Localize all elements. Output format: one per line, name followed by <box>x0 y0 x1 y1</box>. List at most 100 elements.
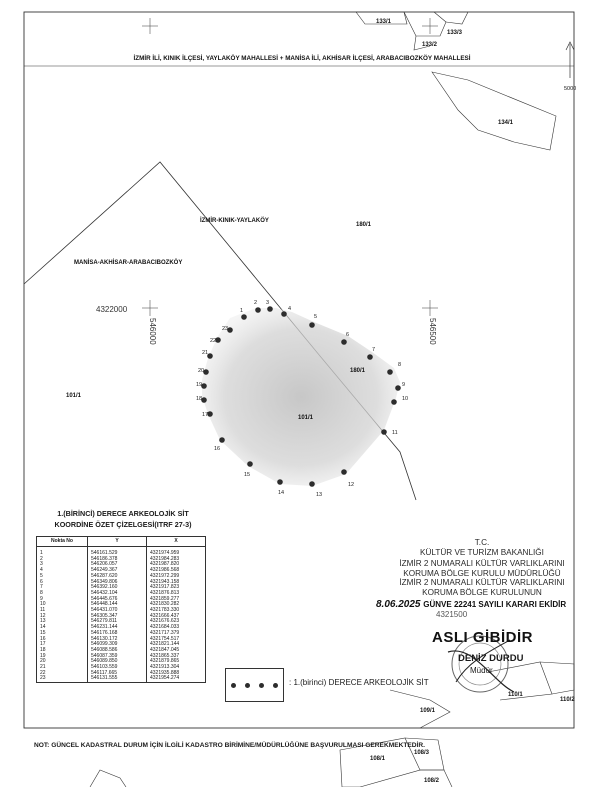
parcel-label-180-1-site: 180/1 <box>350 368 366 374</box>
legend-dot <box>244 682 250 688</box>
cell-x: 4321684.033 <box>146 624 206 631</box>
survey-point <box>277 479 283 485</box>
parcel-boundary-108-2 <box>420 769 453 787</box>
table-title-line1: 1.(BİRİNCİ) DERECE ARKEOLOJİK SİT <box>57 509 189 518</box>
parcel-label-110-2: 110/2 <box>560 697 575 703</box>
region-label-manisa: MANİSA-AKHİSAR-ARABACIBOZKÖY <box>74 259 182 266</box>
survey-point <box>281 311 287 317</box>
cell-x: 4321666.437 <box>146 613 206 620</box>
officer-title: Müdür <box>470 666 493 675</box>
cell-x: 4321783.330 <box>146 607 206 614</box>
handwritten-date: 8.06.2025 <box>376 599 421 610</box>
survey-point <box>309 481 315 487</box>
survey-point <box>227 327 233 333</box>
grid-cross-top <box>142 18 438 34</box>
cell-x: 4321974.959 <box>146 546 206 557</box>
survey-point-label: 2 <box>254 300 257 306</box>
survey-point-label: 9 <box>402 382 405 388</box>
parcel-boundary-133-2 <box>403 11 447 37</box>
decision-text: İZMİR 2 NUMARALI KÜLTÜR VARLIKLARINI KOR… <box>372 578 592 599</box>
table-header-row: Nokta No Y X <box>36 536 206 547</box>
parcel-label-108-2: 108/2 <box>424 778 440 784</box>
certification-seal <box>447 635 515 693</box>
sheet-frame <box>23 11 575 729</box>
cell-x: 4321913.304 <box>146 664 206 671</box>
parcel-boundary-134-1 <box>431 71 557 151</box>
survey-point-label: 8 <box>398 362 401 368</box>
cell-x: 4321821.144 <box>146 642 206 648</box>
parcel-boundary-133-4 <box>413 35 431 51</box>
survey-point <box>267 306 273 312</box>
cell-x: 4321676.623 <box>146 619 206 626</box>
legend-dot <box>273 682 279 688</box>
parcel-boundary-133-1 <box>355 11 408 25</box>
legend-dot <box>259 682 265 688</box>
survey-point-label: 10 <box>402 396 408 402</box>
parcel-boundary-110-2 <box>539 661 575 695</box>
decision-reference: 8.06.2025 GÜNVE 22241 SAYILI KARARI EKİD… <box>376 599 566 610</box>
parcel-label-133-2: 133/2 <box>422 42 438 48</box>
survey-point-label: 20 <box>198 368 204 374</box>
cell-x: 4321972.299 <box>146 573 206 580</box>
survey-point <box>309 322 315 328</box>
survey-point <box>207 411 213 417</box>
map-title: İZMİR İLİ, KINIK İLÇESİ, YAYLAKÖY MAHALL… <box>134 53 471 62</box>
survey-point-label: 21 <box>202 350 208 356</box>
survey-point-label: 18 <box>196 396 202 402</box>
parcel-boundary-109-1 <box>389 689 451 729</box>
stamp-coordinate: 4321500 <box>436 610 468 619</box>
survey-point-label: 17 <box>202 412 208 418</box>
footnote: NOT: GÜNCEL KADASTRAL DURUM İÇİN İLGİLİ … <box>34 742 425 749</box>
parcel-label-108-3: 108/3 <box>414 750 430 756</box>
header-x: X <box>146 536 206 547</box>
cell-x: 4321876.813 <box>146 590 206 597</box>
survey-point-label: 7 <box>372 347 375 353</box>
parcel-label-110-1: 110/1 <box>508 692 523 698</box>
scale-label: 5000 <box>564 86 576 92</box>
cell-x: 4321935.888 <box>146 670 206 677</box>
survey-point-label: 11 <box>392 430 398 436</box>
parcel-label-101-1-left: 101/1 <box>66 393 82 399</box>
survey-point <box>247 461 253 467</box>
cell-x: 4321954.274 <box>146 676 206 684</box>
cell-x: 4321986.568 <box>146 567 206 574</box>
cell-x: 4321984.283 <box>146 556 206 563</box>
grid-label-y-left: 4322000 <box>96 305 128 314</box>
survey-point-label: 13 <box>316 492 322 498</box>
cell-x: 4321987.820 <box>146 562 206 569</box>
survey-point-label: 4 <box>288 306 291 312</box>
legend-symbol-box <box>225 668 284 702</box>
cell-x: 4321917.823 <box>146 585 206 591</box>
institution-line: KORUMA BÖLGE KURULU MÜDÜRLÜĞÜ <box>403 568 561 578</box>
parcel-label-133-1: 133/1 <box>376 19 392 25</box>
survey-point-label: 12 <box>348 482 354 488</box>
cell-x: 4321865.337 <box>146 653 206 660</box>
survey-point-label: 5 <box>314 314 317 320</box>
survey-point-label: 23 <box>222 326 228 332</box>
survey-point <box>387 369 393 375</box>
parcel-label-134-1: 134/1 <box>498 120 514 126</box>
region-label-izmir: İZMİR-KINIK-YAYLAKÖY <box>200 217 269 224</box>
parcel-label-180-1-top: 180/1 <box>356 222 372 228</box>
survey-point-label: 3 <box>266 300 269 306</box>
cell-point-no: 23 <box>36 676 88 684</box>
decision-line: İZMİR 2 NUMARALI KÜLTÜR VARLIKLARINI <box>399 578 565 587</box>
cell-y: 546131.555 <box>87 676 147 684</box>
institution-header: T.C. KÜLTÜR VE TURİZM BAKANLIĞI İZMİR 2 … <box>372 538 592 579</box>
